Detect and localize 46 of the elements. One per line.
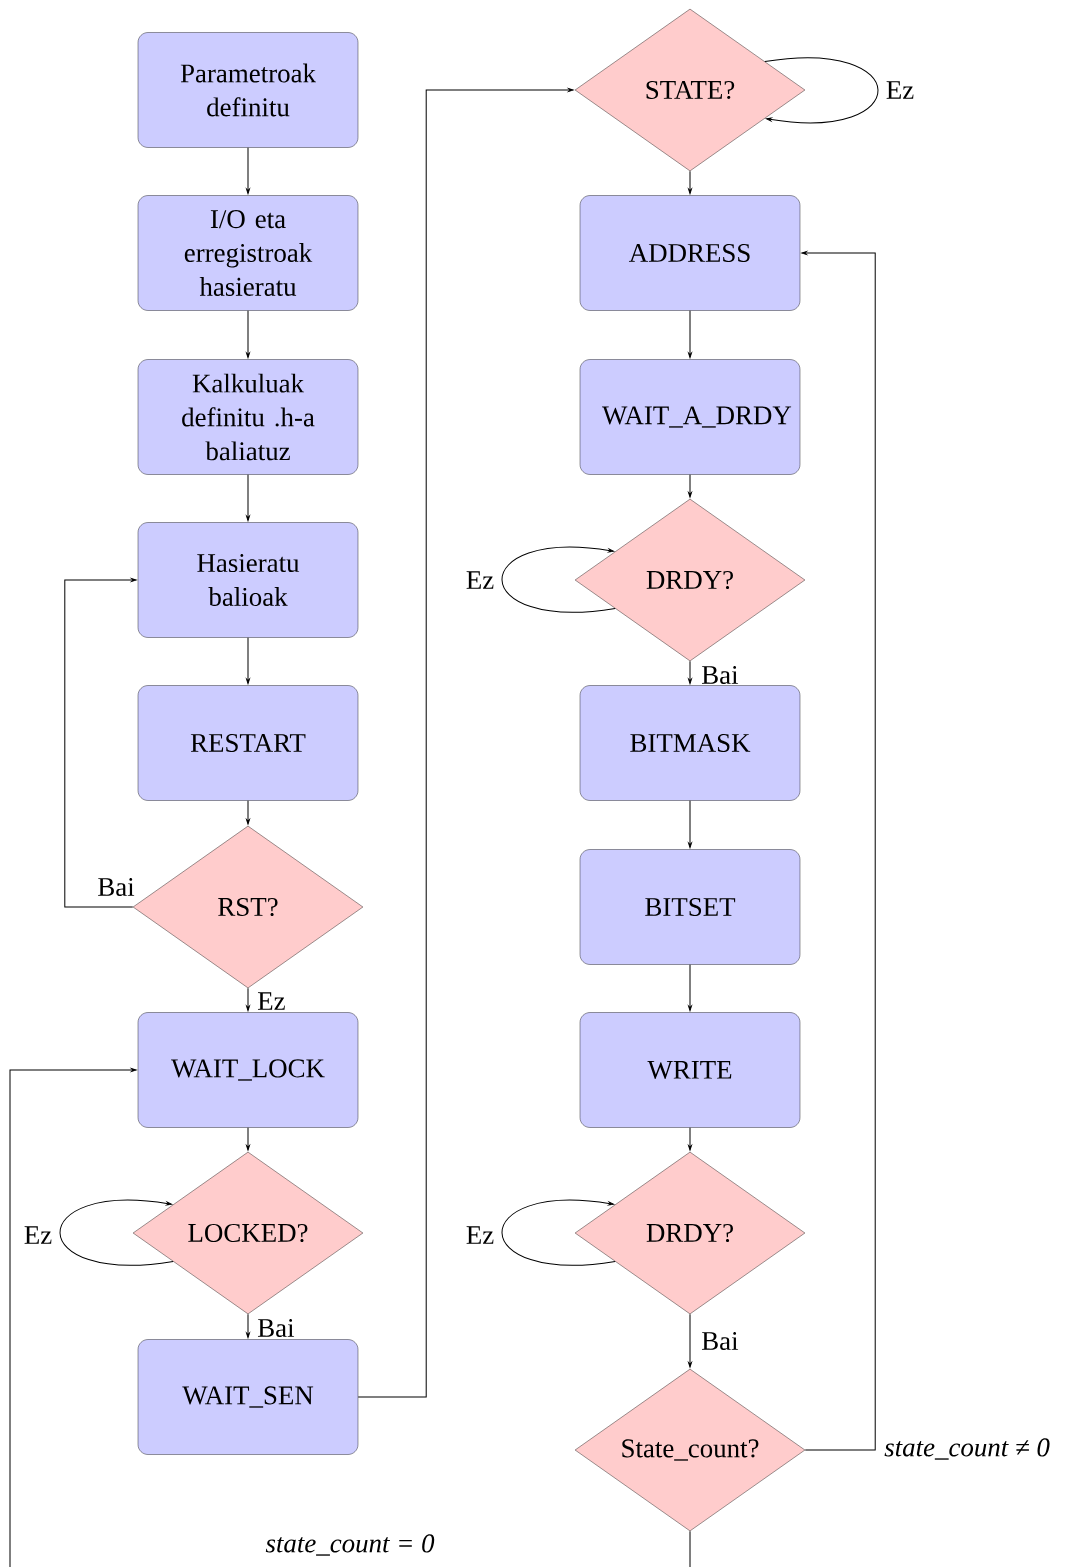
edge-label: Ez	[22, 1225, 54, 1245]
arrow	[688, 170, 692, 195]
arrow	[246, 800, 250, 825]
process-box: WRITE	[579, 1012, 801, 1128]
process-box: BITSET	[579, 849, 801, 965]
arrow	[246, 1127, 250, 1151]
process-box: Kalkuluak definitu .h-a baliatuz	[137, 359, 359, 475]
edge-label: state_count ≠ 0	[883, 1437, 1051, 1461]
arrow	[801, 251, 876, 1451]
arrow	[357, 88, 574, 1398]
arrow	[246, 474, 250, 522]
arrow	[688, 1313, 692, 1368]
arrow	[501, 546, 616, 613]
arrow	[501, 1199, 616, 1266]
arrow	[9, 1068, 691, 1567]
edge-label: Bai	[256, 1318, 296, 1339]
process-box: Hasieratu balioak	[137, 522, 359, 638]
process-box: RESTART	[137, 685, 359, 801]
process-box: Parametroak definitu	[137, 32, 359, 148]
arrow	[64, 578, 137, 908]
arrow	[688, 1127, 692, 1151]
edge-label: Ez	[464, 1225, 496, 1245]
process-box: BITMASK	[579, 685, 801, 801]
edge-label: Ez	[464, 570, 496, 590]
edge-label: Ez	[256, 991, 287, 1011]
arrow	[246, 1313, 250, 1339]
arrow	[246, 147, 250, 195]
arrow	[246, 310, 250, 359]
arrow	[246, 987, 250, 1012]
arrow	[688, 800, 692, 849]
arrow	[688, 474, 692, 498]
edge-label: Ez	[884, 80, 916, 100]
process-box: WAIT_LOCK	[137, 1012, 359, 1128]
edge-label: state_count = 0	[264, 1533, 436, 1557]
arrow	[688, 964, 692, 1012]
arrow	[764, 57, 879, 124]
process-box: WAIT_A_DRDY	[579, 359, 801, 475]
process-box: I/O eta erregistroak hasieratu	[137, 195, 359, 311]
arrow	[246, 637, 250, 685]
edge-label: Bai	[700, 664, 740, 686]
arrow	[688, 310, 692, 359]
arrow	[688, 660, 692, 685]
process-box: WAIT_SEN	[137, 1339, 359, 1455]
arrow	[59, 1199, 174, 1266]
edge-label: Bai	[700, 1331, 740, 1352]
process-box: ADDRESS	[579, 195, 801, 311]
